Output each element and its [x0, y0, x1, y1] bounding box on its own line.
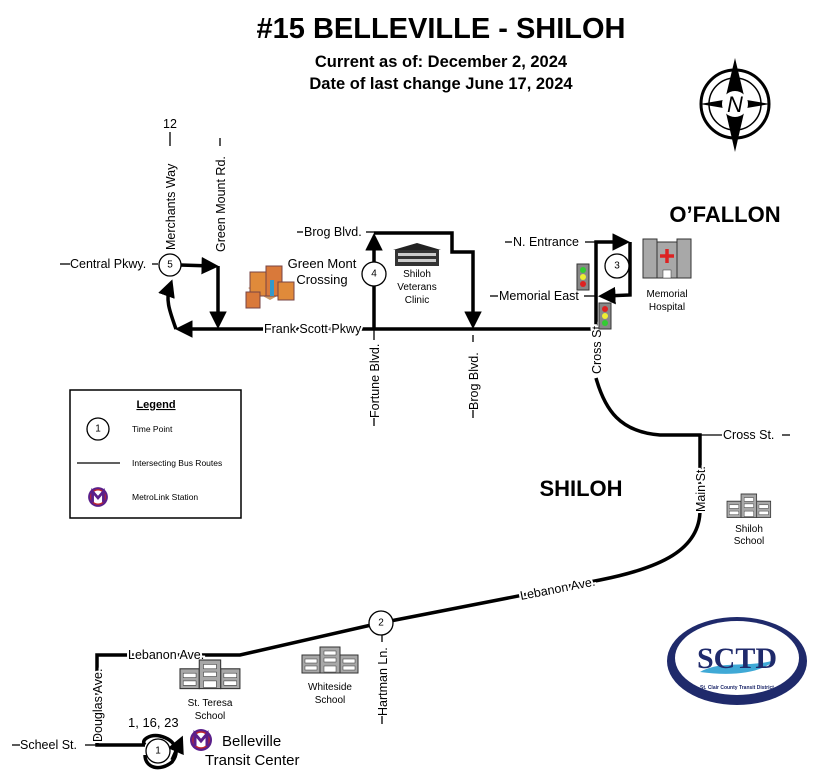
- landmark-label: Crossing: [296, 272, 347, 287]
- street-fortune: Fortune Blvd.: [368, 344, 382, 418]
- green-mont-crossing: Green Mont Crossing: [245, 256, 357, 309]
- logo-subtitle: St. Clair County Transit District: [700, 685, 774, 691]
- street-cross: Cross St.: [723, 428, 774, 442]
- street-brog-vertical: Brog Blvd.: [467, 352, 481, 410]
- street-lebanon-east: Lebanon Ave.: [519, 575, 597, 603]
- belleville-transit-center[interactable]: Belleville Transit Center: [188, 727, 299, 769]
- school-icon: [301, 646, 359, 674]
- street-cross-vertical: Cross St.: [590, 323, 604, 374]
- north-letter: N: [727, 92, 743, 117]
- landmark-label: Green Mont: [288, 256, 357, 271]
- hospital-icon: [642, 238, 692, 279]
- landmark-label: School: [315, 695, 346, 706]
- intersecting-streets: [12, 132, 790, 746]
- street-hartman: Hartman Ln.: [376, 647, 390, 716]
- map-title: #15 BELLEVILLE - SHILOH: [257, 13, 626, 45]
- time-point-label: 5: [167, 260, 173, 271]
- route-12-label: 12: [163, 117, 177, 131]
- whiteside-school: Whiteside School: [301, 646, 359, 706]
- landmark-label: Shiloh: [735, 524, 763, 535]
- landmark-label: Shiloh: [403, 269, 431, 280]
- shiloh-school: Shiloh School: [726, 493, 772, 547]
- time-point-2[interactable]: 2: [368, 610, 394, 636]
- traffic-light-icon: [598, 302, 612, 330]
- transit-center-label: Transit Center: [205, 752, 299, 769]
- transit-center-label: Belleville: [222, 733, 281, 750]
- time-point-1[interactable]: 1: [145, 738, 171, 764]
- time-point-label: 3: [614, 261, 620, 272]
- city-label-ofallon: O’FALLON: [669, 202, 780, 227]
- legend-time-point: Time Point: [132, 424, 173, 434]
- transfer-routes: 1, 16, 23: [128, 715, 179, 730]
- time-point-5[interactable]: 5: [158, 253, 182, 277]
- street-merchants-way: Merchants Way: [164, 163, 178, 250]
- traffic-light-icon: [576, 263, 590, 291]
- shopping-center-icon: [245, 265, 295, 309]
- memorial-hospital: Memorial Hospital: [642, 238, 692, 313]
- legend-intersecting-routes: Intersecting Bus Routes: [132, 458, 222, 468]
- landmark-label: Veterans: [397, 282, 436, 293]
- st-teresa-school: St. Teresa School: [179, 659, 241, 722]
- clinic-building-icon: [393, 243, 441, 266]
- current-as-of: Current as of: December 2, 2024: [315, 53, 568, 71]
- landmark-label: Hospital: [649, 302, 685, 313]
- legend-title: Legend: [136, 399, 175, 411]
- shiloh-veterans-clinic: Shiloh Veterans Clinic: [393, 243, 441, 306]
- time-point-label: 2: [378, 618, 384, 629]
- street-scheel: Scheel St.: [20, 738, 77, 752]
- sctd-logo: SCTD St. Clair County Transit District: [667, 617, 807, 705]
- legend-metrolink: MetroLink Station: [132, 492, 198, 502]
- time-point-label: 1: [155, 746, 161, 757]
- landmark-label: Whiteside: [308, 682, 352, 693]
- landmark-label: Memorial: [646, 289, 687, 300]
- street-frank-scott: Frank Scott Pkwy: [264, 322, 362, 336]
- logo-text: SCTD: [697, 642, 777, 675]
- street-central-pkwy: Central Pkwy.: [70, 257, 146, 271]
- city-label-shiloh: SHILOH: [539, 476, 622, 501]
- landmark-label: School: [734, 536, 765, 547]
- time-point-label: 4: [371, 269, 377, 280]
- legend: Legend 1 Time Point Intersecting Bus Rou…: [69, 389, 242, 519]
- legend-time-point-sample: 1: [95, 424, 101, 435]
- metrolink-icon: [86, 485, 110, 509]
- street-douglas: Douglas Ave.: [91, 669, 105, 742]
- street-lebanon-west: Lebanon Ave.: [128, 648, 204, 662]
- street-memorial-east: Memorial East: [499, 289, 579, 303]
- school-icon: [179, 659, 241, 690]
- time-point-3[interactable]: 3: [604, 253, 630, 279]
- north-arrow-icon: N: [699, 58, 771, 152]
- street-main: Main St.: [694, 466, 708, 512]
- time-point-4[interactable]: 4: [361, 261, 387, 287]
- school-icon: [726, 493, 772, 518]
- street-brog-top: Brog Blvd.: [304, 225, 362, 239]
- metrolink-icon: [188, 727, 214, 753]
- landmark-label: St. Teresa: [188, 698, 233, 709]
- last-change-date: Date of last change June 17, 2024: [309, 75, 573, 93]
- street-n-entrance: N. Entrance: [513, 235, 579, 249]
- landmark-label: Clinic: [405, 295, 429, 306]
- landmark-label: School: [195, 711, 226, 722]
- street-green-mount: Green Mount Rd.: [214, 156, 228, 252]
